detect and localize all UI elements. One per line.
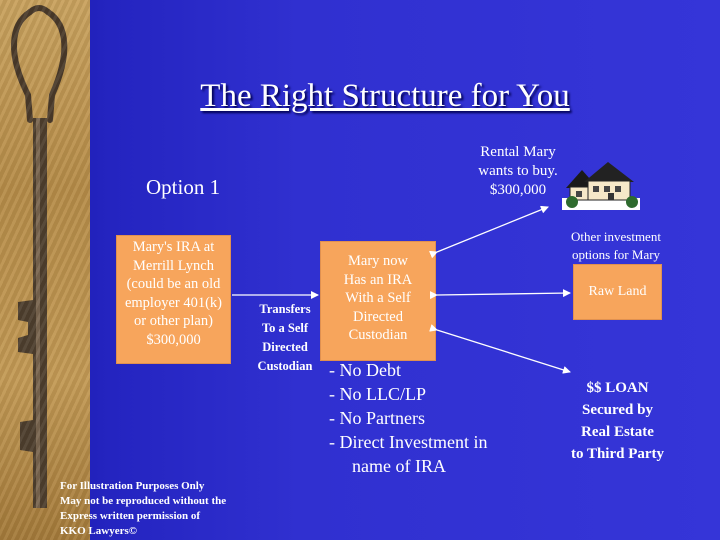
current-ira-line: or other plan) bbox=[117, 312, 230, 331]
loan-text: $$ LOAN Secured by Real Estate to Third … bbox=[560, 377, 675, 465]
current-ira-line: $300,000 bbox=[117, 331, 230, 350]
slide-title: The Right Structure for You bbox=[140, 78, 630, 115]
transfer-line: Directed bbox=[250, 338, 320, 357]
arrow-to-raw-land bbox=[437, 293, 570, 295]
current-ira-line: Mary's IRA at bbox=[117, 238, 230, 257]
rental-line: $300,000 bbox=[470, 181, 566, 200]
loan-line: Real Estate bbox=[560, 421, 675, 443]
disclaimer-line: Express written permission of bbox=[60, 509, 226, 524]
other-options-line: Other investment bbox=[556, 228, 676, 246]
rental-line: wants to buy. bbox=[470, 162, 566, 181]
key-icon bbox=[0, 0, 90, 540]
new-ira-line: Custodian bbox=[321, 326, 435, 345]
other-options-line: options for Mary bbox=[556, 246, 676, 264]
benefit-item: - Direct Investment in bbox=[329, 430, 487, 454]
transfer-line: Transfers bbox=[250, 300, 320, 319]
house-icon bbox=[562, 158, 640, 210]
benefit-item: - No LLC/LP bbox=[329, 382, 487, 406]
other-options-text: Other investment options for Mary bbox=[556, 228, 676, 264]
current-ira-line: (could be an old bbox=[117, 275, 230, 294]
benefits-list: - No Debt - No LLC/LP - No Partners - Di… bbox=[329, 358, 487, 478]
current-ira-box: Mary's IRA at Merrill Lynch (could be an… bbox=[116, 235, 231, 364]
new-ira-line: Directed bbox=[321, 308, 435, 327]
loan-line: Secured by bbox=[560, 399, 675, 421]
rental-line: Rental Mary bbox=[470, 143, 566, 162]
disclaimer-line: For Illustration Purposes Only bbox=[60, 479, 226, 494]
new-ira-line: Has an IRA bbox=[321, 271, 435, 290]
benefit-item: - No Debt bbox=[329, 358, 487, 382]
disclaimer: For Illustration Purposes Only May not b… bbox=[60, 479, 226, 539]
disclaimer-line: KKO Lawyers© bbox=[60, 524, 226, 539]
benefit-item: name of IRA bbox=[329, 454, 487, 478]
current-ira-line: employer 401(k) bbox=[117, 294, 230, 313]
new-ira-line: Mary now bbox=[321, 252, 435, 271]
new-ira-line: With a Self bbox=[321, 289, 435, 308]
arrow-to-rental bbox=[437, 207, 548, 252]
raw-land-box: Raw Land bbox=[573, 264, 662, 320]
rental-property-text: Rental Mary wants to buy. $300,000 bbox=[470, 143, 566, 200]
loan-line: to Third Party bbox=[560, 443, 675, 465]
new-ira-box: Mary now Has an IRA With a Self Directed… bbox=[320, 241, 436, 361]
transfer-line: Custodian bbox=[250, 357, 320, 376]
current-ira-line: Merrill Lynch bbox=[117, 257, 230, 276]
disclaimer-line: May not be reproduced without the bbox=[60, 494, 226, 509]
benefit-item: - No Partners bbox=[329, 406, 487, 430]
transfer-line: To a Self bbox=[250, 319, 320, 338]
transfer-label: Transfers To a Self Directed Custodian bbox=[250, 300, 320, 376]
loan-line: $$ LOAN bbox=[560, 377, 675, 399]
key-image-strip bbox=[0, 0, 90, 540]
option-label: Option 1 bbox=[146, 175, 220, 200]
